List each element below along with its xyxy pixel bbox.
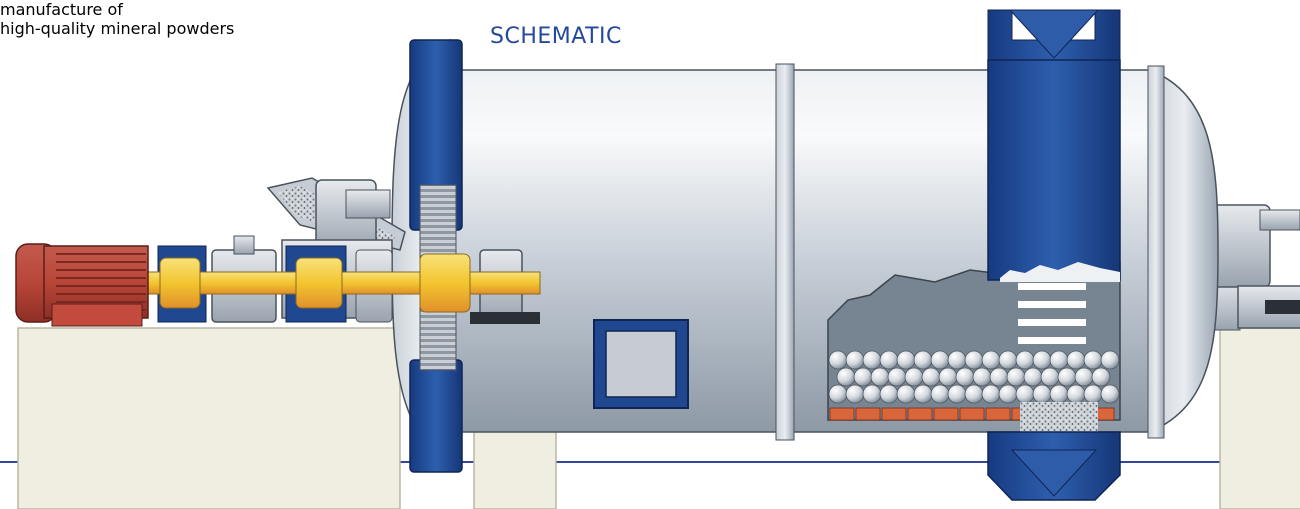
grinding-ball bbox=[964, 384, 984, 404]
grinding-ball bbox=[981, 350, 1001, 370]
grinding-ball bbox=[853, 367, 873, 387]
grinding-ball bbox=[964, 350, 984, 370]
grinding-ball bbox=[930, 384, 950, 404]
grinding-ball bbox=[1032, 384, 1052, 404]
grinding-ball bbox=[896, 350, 916, 370]
liner-brick bbox=[907, 407, 933, 421]
grinding-balls-icon bbox=[828, 350, 1120, 404]
lifter-bars bbox=[1018, 283, 1086, 344]
grinding-ball bbox=[828, 350, 848, 370]
schematic-title: SCHEMATIC bbox=[490, 24, 622, 49]
grinding-ball bbox=[938, 367, 958, 387]
grinding-ball bbox=[1074, 367, 1094, 387]
grinding-ball bbox=[1049, 384, 1069, 404]
grinding-ball bbox=[1049, 350, 1069, 370]
grinding-ball bbox=[845, 384, 865, 404]
grinding-ball bbox=[921, 367, 941, 387]
liner-brick bbox=[881, 407, 907, 421]
motor-base bbox=[17, 327, 401, 509]
grinding-ball bbox=[862, 384, 882, 404]
access-hatch bbox=[593, 319, 689, 409]
grinding-ball bbox=[879, 350, 899, 370]
bearing-icon bbox=[1199, 204, 1300, 331]
grinding-ball bbox=[955, 367, 975, 387]
grinding-ball bbox=[1083, 350, 1103, 370]
liner-brick bbox=[985, 407, 1011, 421]
mill-end-cap-right bbox=[1149, 68, 1219, 434]
grinding-ball bbox=[930, 350, 950, 370]
grinding-ball bbox=[1083, 384, 1103, 404]
grinding-ball bbox=[947, 350, 967, 370]
grinding-ball bbox=[1057, 367, 1077, 387]
grinding-ball bbox=[998, 384, 1018, 404]
grinding-ball bbox=[896, 384, 916, 404]
grinding-ball bbox=[845, 350, 865, 370]
grinding-ball bbox=[1015, 350, 1035, 370]
grinding-ball bbox=[1006, 367, 1026, 387]
caption-line-2: high-quality mineral powders bbox=[0, 19, 235, 38]
grinding-ball bbox=[1040, 367, 1060, 387]
trunnion-base-right bbox=[1219, 327, 1300, 509]
grinding-ball bbox=[913, 384, 933, 404]
grinding-ball bbox=[1091, 367, 1111, 387]
grinding-ball bbox=[862, 350, 882, 370]
ground-product bbox=[1020, 402, 1098, 432]
grinding-ball bbox=[947, 384, 967, 404]
shell-flange-2 bbox=[1147, 65, 1165, 439]
grinding-ball bbox=[828, 384, 848, 404]
shell-flange-1 bbox=[775, 63, 795, 441]
grinding-ball bbox=[998, 350, 1018, 370]
electric-motor-icon bbox=[15, 243, 149, 327]
grinding-ball bbox=[1023, 367, 1043, 387]
grinding-ball bbox=[904, 367, 924, 387]
grinding-ball bbox=[981, 384, 1001, 404]
grinding-ball bbox=[870, 367, 890, 387]
caption-line-1: manufacture of bbox=[0, 0, 123, 19]
grinding-ball bbox=[1032, 350, 1052, 370]
grinding-ball bbox=[913, 350, 933, 370]
grinding-ball bbox=[1066, 384, 1086, 404]
grinding-ball bbox=[1015, 384, 1035, 404]
liner-brick bbox=[829, 407, 855, 421]
discharge-ring bbox=[987, 9, 1121, 501]
grinding-ball bbox=[836, 367, 856, 387]
grinding-ball bbox=[972, 367, 992, 387]
grinding-ball bbox=[989, 367, 1009, 387]
liner-brick bbox=[959, 407, 985, 421]
grinding-ball bbox=[1100, 350, 1120, 370]
grinding-ball bbox=[1100, 384, 1120, 404]
grinding-ball bbox=[1066, 350, 1086, 370]
grinding-ball bbox=[879, 384, 899, 404]
liner-brick bbox=[855, 407, 881, 421]
grinding-ball bbox=[887, 367, 907, 387]
liner-brick bbox=[933, 407, 959, 421]
